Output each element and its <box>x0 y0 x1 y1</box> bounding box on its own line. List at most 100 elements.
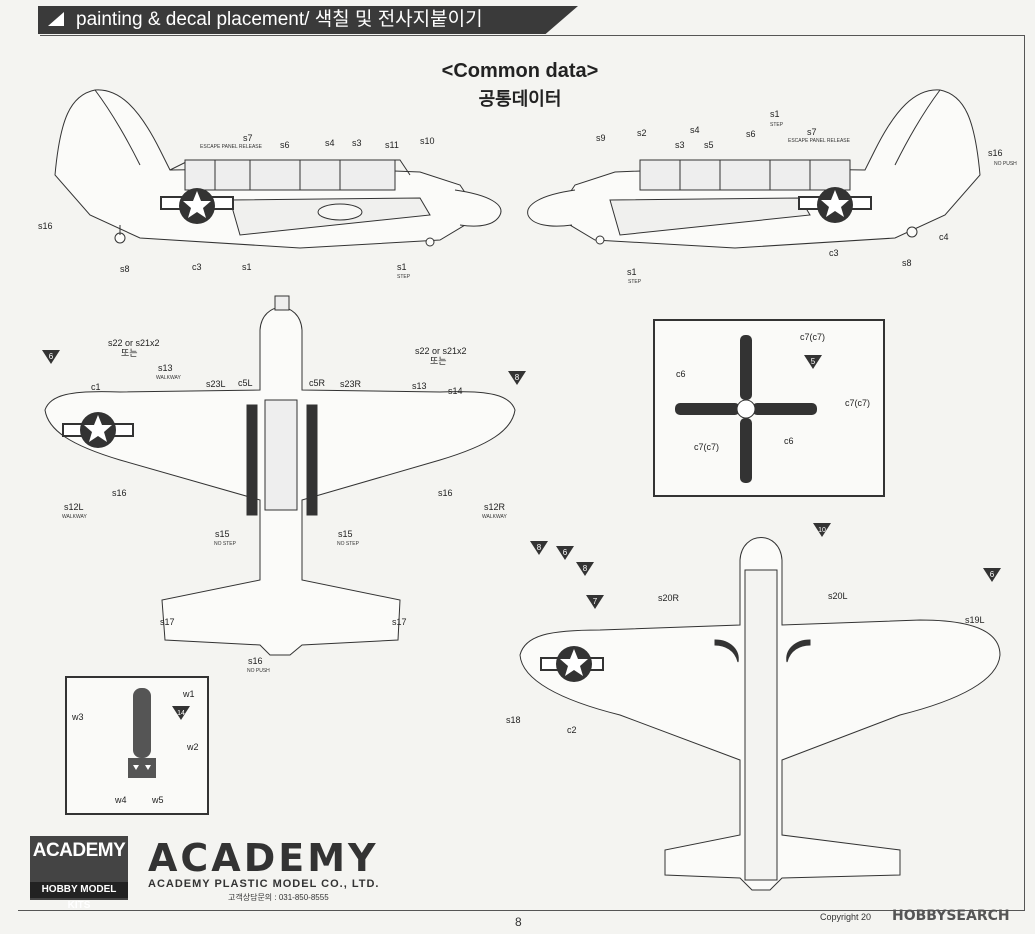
right-border <box>1024 35 1025 911</box>
header-bar <box>38 6 578 34</box>
label-w1: w1 <box>182 689 195 699</box>
svg-text:7: 7 <box>593 597 598 606</box>
marker-6-top: 6 <box>42 350 60 364</box>
label-escape-right: ESCAPE PANEL RELEASE <box>788 138 851 144</box>
label-c1: c1 <box>91 382 101 392</box>
marker-7-bottom: 7 <box>586 595 604 609</box>
marker-6a-bottom: 6 <box>556 546 574 560</box>
label-s1-right: s1 <box>770 109 780 119</box>
label-s15-left: s15 <box>215 529 230 539</box>
section-title-ko: 공통데이터 <box>478 89 562 109</box>
footer-divider <box>18 910 1025 911</box>
label-escape-left: ESCAPE PANEL RELEASE <box>200 144 263 150</box>
label-s20l: s20L <box>828 591 848 601</box>
label-s20r: s20R <box>658 593 680 603</box>
label-s3-left: s3 <box>352 138 362 148</box>
label-s6-left: s6 <box>280 140 290 150</box>
label-s2-right: s2 <box>637 128 647 138</box>
label-step-right-b: STEP <box>628 279 642 285</box>
label-s16-right: s16 <box>988 148 1003 158</box>
label-s8-left: s8 <box>120 264 130 274</box>
label-nopush-tail: NO PUSH <box>247 668 270 674</box>
label-s16-top-left: s16 <box>112 488 127 498</box>
label-s10-left: s10 <box>420 136 435 146</box>
label-s3-right: s3 <box>675 140 685 150</box>
label-c7-a: c7(c7) <box>800 332 825 342</box>
label-s22-right: s22 or s21x2 <box>415 346 467 356</box>
bottom-view-roundel <box>540 646 604 682</box>
label-s16-top-right: s16 <box>438 488 453 498</box>
header-divider <box>40 35 1025 36</box>
label-s16-tail: s16 <box>248 656 263 666</box>
label-c3-left: c3 <box>192 262 202 272</box>
label-c3-right: c3 <box>829 248 839 258</box>
label-w5: w5 <box>151 795 164 805</box>
label-s12l: s12L <box>64 502 84 512</box>
hobbysearch-watermark: HOBBYSEARCH <box>892 908 1010 924</box>
label-s8-right: s8 <box>902 258 912 268</box>
label-s16-left: s16 <box>38 221 53 231</box>
copyright-text: Copyright 20 <box>820 912 872 922</box>
bottom-view <box>519 537 1001 891</box>
label-s22-left: s22 or s21x2 <box>108 338 160 348</box>
label-c5r: c5R <box>309 378 326 388</box>
label-s13-right: s13 <box>412 381 427 391</box>
label-step-left: STEP <box>397 274 411 280</box>
label-s4-right: s4 <box>690 125 700 135</box>
label-c7-c: c7(c7) <box>694 442 719 452</box>
svg-text:8: 8 <box>583 564 588 573</box>
label-s11-left: s11 <box>385 140 399 150</box>
label-c6-a: c6 <box>676 369 686 379</box>
svg-text:10: 10 <box>818 527 826 534</box>
academy-logo-subtitle: HOBBY MODEL KITS <box>30 882 128 911</box>
marker-14-bomb: 14 <box>172 706 190 720</box>
label-s22-right-ko: 또는 <box>430 356 447 366</box>
label-walkway-left: WALKWAY <box>156 375 181 381</box>
label-s9-right: s9 <box>596 133 606 143</box>
label-w4: w4 <box>114 795 127 805</box>
label-w2: w2 <box>186 742 199 752</box>
label-s14: s14 <box>448 386 463 396</box>
header-triangle-icon <box>48 12 64 26</box>
marker-8a-bottom: 8 <box>530 541 548 555</box>
label-w3: w3 <box>71 712 84 722</box>
svg-text:5: 5 <box>811 357 816 366</box>
label-s5-right: s5 <box>704 140 714 150</box>
marker-5-prop: 5 <box>804 355 822 369</box>
svg-text:8: 8 <box>537 543 542 552</box>
svg-text:14: 14 <box>177 710 185 717</box>
label-c4-right: c4 <box>939 232 949 242</box>
svg-text:6: 6 <box>990 570 995 579</box>
label-s12r: s12R <box>484 502 506 512</box>
label-nostep-left: NO STEP <box>214 541 237 547</box>
label-nopush-right: NO PUSH <box>994 161 1017 167</box>
label-step-right: STEP <box>770 122 784 128</box>
label-s7-right: s7 <box>807 127 817 137</box>
marker-6b-bottom: 6 <box>983 568 1001 582</box>
label-c6-b: c6 <box>784 436 794 446</box>
label-s7-left: s7 <box>243 133 253 143</box>
marker-8b-bottom: 8 <box>576 562 594 576</box>
marker-10-bottom: 10 <box>813 523 831 537</box>
label-s4-left: s4 <box>325 138 335 148</box>
label-walkway-s12l: WALKWAY <box>62 514 87 520</box>
academy-brand-wordmark: ACADEMY <box>148 836 379 880</box>
label-s17-right: s17 <box>392 617 407 627</box>
academy-company-name: ACADEMY PLASTIC MODEL CO., LTD. <box>148 878 380 890</box>
label-s23l: s23L <box>206 379 226 389</box>
label-s17-left: s17 <box>160 617 175 627</box>
label-s15-right: s15 <box>338 529 353 539</box>
top-view <box>44 295 516 656</box>
left-side-view <box>54 89 502 249</box>
label-s6-right: s6 <box>746 129 756 139</box>
label-s1a-left: s1 <box>242 262 252 272</box>
section-title-en: <Common data> <box>441 60 599 82</box>
left-side-roundel <box>160 188 234 224</box>
academy-logo-text: ACADEMY <box>32 840 126 861</box>
label-s22-left-ko: 또는 <box>121 348 138 358</box>
section-title: <Common data> 공통데이터 <box>380 60 660 111</box>
page-number: 8 <box>515 915 522 929</box>
label-s23r: s23R <box>340 379 362 389</box>
label-s13-left: s13 <box>158 363 173 373</box>
